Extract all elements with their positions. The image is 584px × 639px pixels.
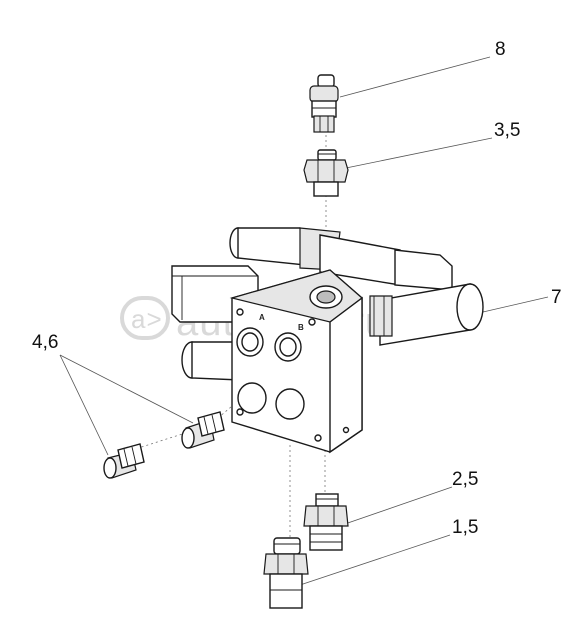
valve-body: A B xyxy=(229,269,363,454)
svg-text:a>: a> xyxy=(131,304,163,334)
callout-labels: 8 3,5 7 4,6 2,5 1,5 xyxy=(32,39,562,538)
lower-plunger xyxy=(181,341,241,381)
part-4-6-fitting-front xyxy=(103,443,145,479)
port-mark-a: A xyxy=(259,313,265,322)
part-2-5-fitting xyxy=(303,493,349,551)
part-4-6-fitting-rear xyxy=(181,411,225,449)
callout-8: 8 xyxy=(495,39,506,60)
callout-3-5: 3,5 xyxy=(494,120,520,141)
part-8-connector xyxy=(309,74,339,133)
port-mark-b: B xyxy=(298,323,304,332)
solenoid-rear xyxy=(229,227,453,291)
callout-2-5: 2,5 xyxy=(452,469,478,490)
callout-7: 7 xyxy=(551,287,562,308)
part-7-solenoid xyxy=(369,283,484,346)
part-1-5-fitting xyxy=(263,537,309,609)
callout-4-6: 4,6 xyxy=(32,332,58,353)
callout-1-5: 1,5 xyxy=(452,517,478,538)
part-3-5-fitting xyxy=(303,149,349,197)
leader-lines xyxy=(59,56,549,586)
